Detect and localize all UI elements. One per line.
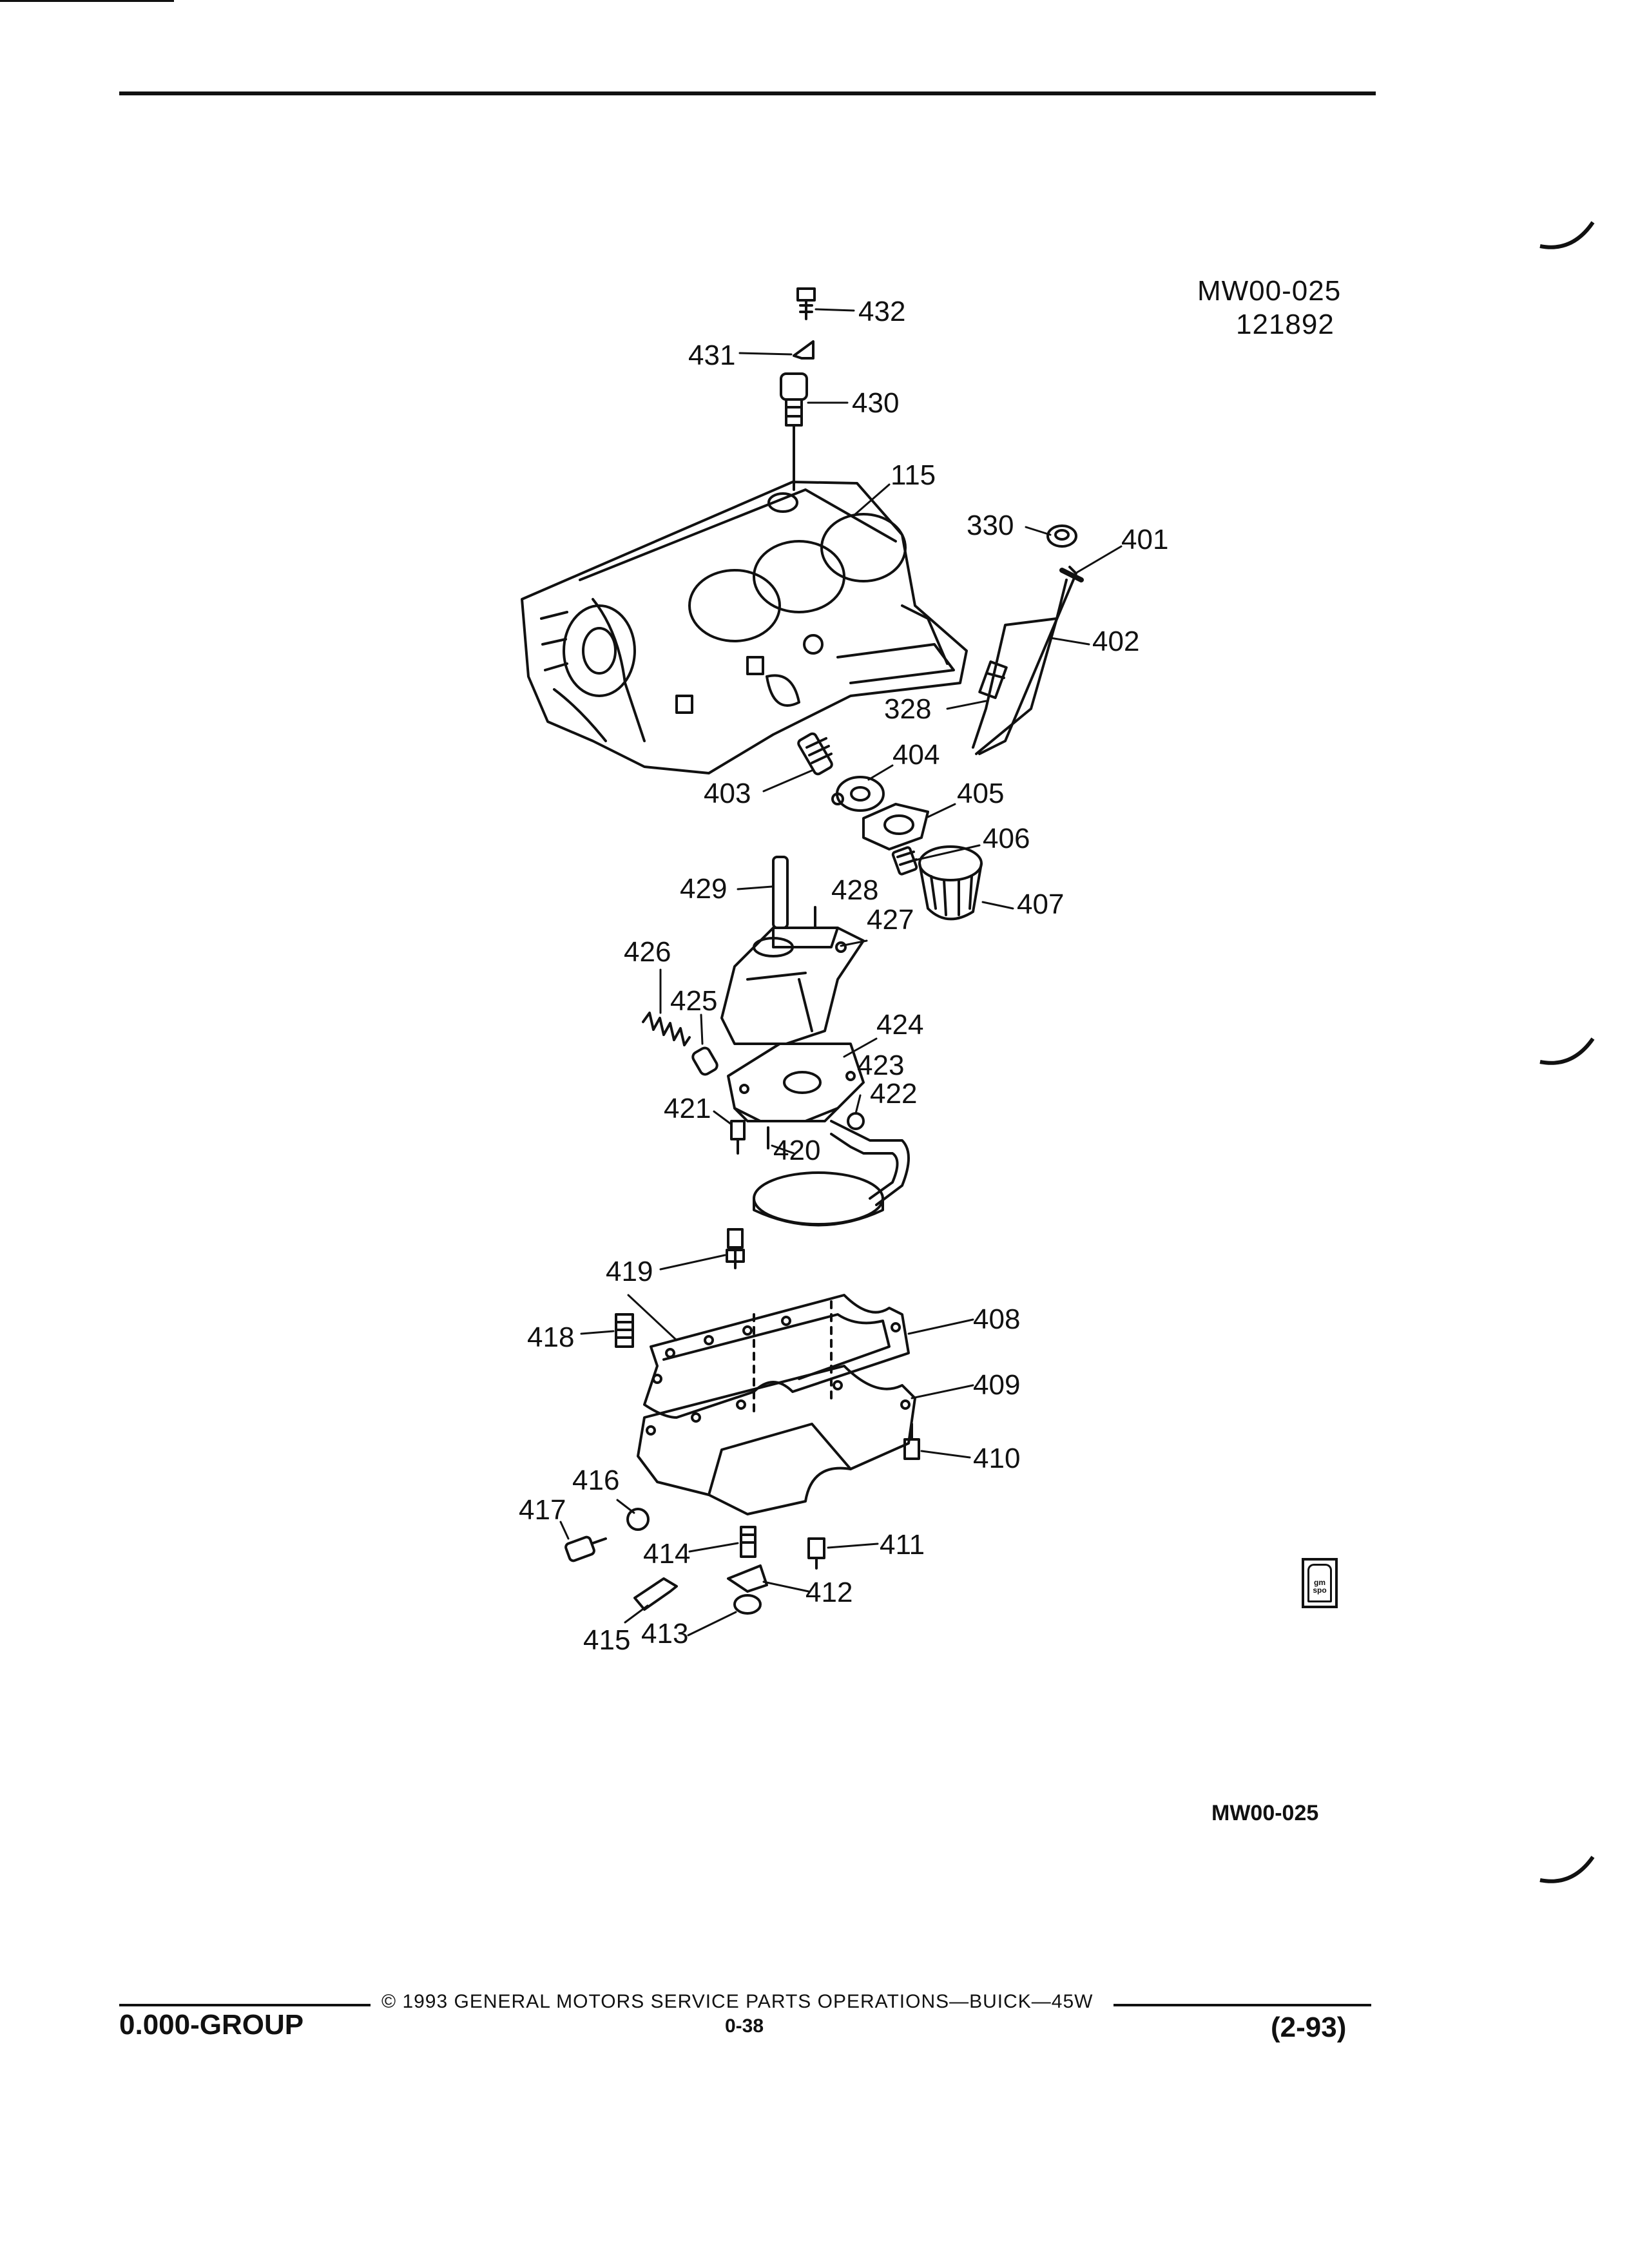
part-424-pump-cover — [727, 1043, 865, 1122]
callout-427: 427 — [867, 904, 914, 936]
part-407-oil-filter — [918, 845, 983, 921]
part-406-connector — [891, 846, 918, 876]
top-rule — [119, 91, 1376, 95]
footer-rule-right — [1113, 2004, 1371, 2006]
callout-410: 410 — [973, 1443, 1020, 1474]
callout-406: 406 — [983, 823, 1030, 854]
callout-430: 430 — [852, 387, 899, 419]
part-426-spring — [642, 1012, 691, 1046]
footer-rule-left — [119, 2004, 371, 2006]
part-414-stud — [740, 1526, 757, 1558]
part-328-fitting — [978, 660, 1008, 699]
gm-spo-logo: gm spo — [1302, 1558, 1338, 1608]
callout-426: 426 — [624, 936, 671, 968]
part-430-stud — [780, 372, 808, 491]
footer-copyright: © 1993 GENERAL MOTORS SERVICE PARTS OPER… — [381, 1991, 1094, 2012]
binding-marks — [1539, 221, 1595, 1883]
part-425-valve — [691, 1046, 718, 1076]
part-410-bolt — [903, 1423, 920, 1460]
callout-418: 418 — [527, 1321, 574, 1353]
callout-416: 416 — [572, 1465, 619, 1496]
illustration-code: MW00-025 — [1197, 275, 1342, 307]
callout-403: 403 — [704, 778, 751, 809]
part-412-bracket — [727, 1564, 768, 1593]
footer-date: (2-93) — [1271, 2012, 1347, 2043]
part-416-washer — [626, 1508, 650, 1531]
part-415-clip — [633, 1577, 678, 1611]
part-411-bolt — [807, 1537, 825, 1570]
part-427-pump-body — [720, 927, 865, 1045]
part-418-stud — [615, 1313, 634, 1348]
part-330-grommet — [1046, 524, 1077, 548]
callout-423: 423 — [857, 1050, 904, 1081]
part-405-adapter — [862, 803, 929, 850]
illustration-date-code: 121892 — [1236, 309, 1335, 340]
callout-401: 401 — [1121, 524, 1168, 555]
callout-411: 411 — [880, 1529, 925, 1561]
callout-428: 428 — [831, 874, 878, 906]
footer-group-label: 0.000-GROUP — [119, 2009, 304, 2041]
illustration-code-bottom: MW00-025 — [1211, 1801, 1319, 1825]
part-432-bolt — [796, 287, 816, 320]
part-413-nut — [733, 1594, 762, 1615]
part-402-dipstick-tube — [972, 579, 1068, 755]
corner-mark — [0, 0, 174, 2]
part-403-valve — [797, 732, 833, 776]
part-423-plug — [847, 1112, 865, 1130]
callout-424: 424 — [876, 1009, 923, 1041]
part-429-shaft — [772, 856, 789, 929]
callout-330: 330 — [967, 510, 1014, 541]
gm-spo-logo-inner: gm spo — [1307, 1564, 1332, 1602]
callout-417: 417 — [519, 1494, 566, 1526]
callout-409: 409 — [973, 1369, 1020, 1401]
callout-420: 420 — [773, 1135, 820, 1166]
gm-spo-logo-text: gm spo — [1313, 1578, 1327, 1595]
leader-lines — [559, 308, 1123, 1637]
part-421-screw — [730, 1120, 746, 1155]
callout-115: 115 — [891, 459, 936, 491]
callout-414: 414 — [643, 1538, 690, 1570]
binding-mark — [1539, 1856, 1595, 1883]
callout-431: 431 — [688, 340, 735, 371]
part-431-clip — [793, 340, 815, 360]
part-419-bolt — [726, 1228, 745, 1269]
callout-407: 407 — [1017, 889, 1064, 920]
part-408-oil-pan-gasket — [643, 1294, 910, 1419]
callout-415: 415 — [583, 1624, 630, 1656]
callout-408: 408 — [973, 1303, 1020, 1335]
callout-421: 421 — [664, 1093, 711, 1124]
footer-page-number: 0-38 — [725, 2015, 764, 2037]
callout-412: 412 — [805, 1577, 853, 1608]
part-422-pickup-screen — [753, 1120, 910, 1227]
part-409-oil-pan — [637, 1300, 916, 1515]
binding-mark — [1539, 1037, 1595, 1065]
callout-425: 425 — [670, 985, 717, 1017]
callout-402: 402 — [1092, 626, 1139, 657]
callout-419: 419 — [606, 1256, 653, 1287]
callout-328: 328 — [884, 693, 931, 725]
callout-432: 432 — [858, 296, 905, 327]
part-401-dipstick — [978, 566, 1077, 755]
part-115-engine-block — [521, 481, 968, 774]
callout-413: 413 — [641, 1618, 688, 1649]
part-417-drain-plug — [564, 1535, 607, 1562]
binding-mark — [1539, 221, 1595, 249]
callout-404: 404 — [892, 739, 940, 771]
part-404-gasket — [831, 776, 885, 812]
callout-422: 422 — [870, 1078, 917, 1110]
callout-429: 429 — [680, 873, 727, 905]
callout-405: 405 — [957, 778, 1004, 809]
callout-labels: 432 431 430 115 330 401 402 328 404 403 … — [519, 296, 1168, 1656]
